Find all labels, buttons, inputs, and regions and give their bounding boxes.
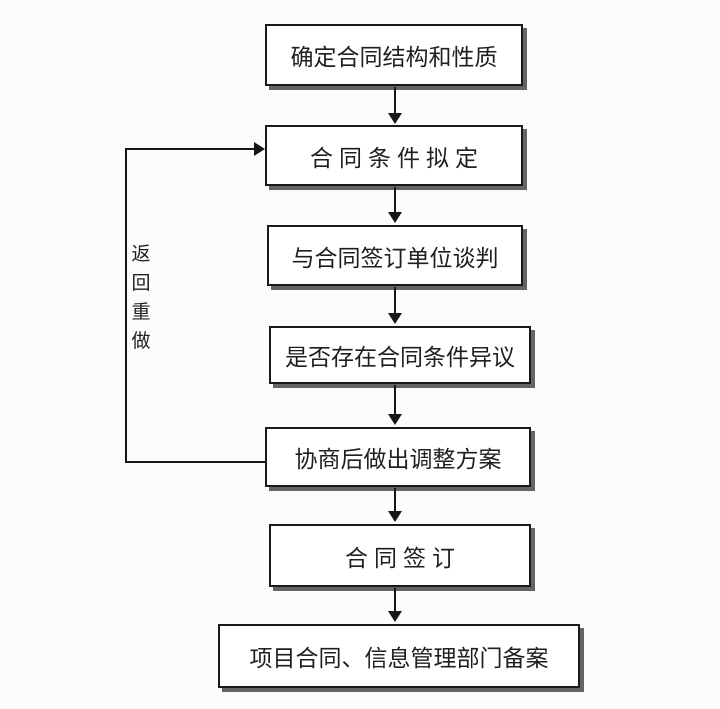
flow-node-department-filing: 项目合同、信息管理部门备案 [218, 624, 580, 688]
arrow-down-6-to-7 [388, 588, 402, 622]
arrow-right-icon [254, 142, 265, 156]
arrow-down-4-to-5 [388, 385, 402, 425]
flow-node-adjustment-plan: 协商后做出调整方案 [265, 427, 531, 487]
flow-node-draft-contract-conditions: 合同条件拟定 [265, 125, 523, 186]
loop-connector-top-segment [126, 148, 254, 150]
loop-connector-vertical-segment [125, 148, 127, 463]
arrow-shaft [394, 588, 396, 613]
arrow-shaft [394, 488, 396, 513]
arrow-down-5-to-6 [388, 488, 402, 522]
flow-node-label: 合同条件拟定 [310, 145, 484, 171]
arrow-down-3-to-4 [388, 287, 402, 324]
arrow-shaft [394, 287, 396, 315]
arrow-down-icon [388, 611, 402, 622]
arrow-shaft [394, 87, 396, 115]
flow-node-label: 确定合同结构和性质 [290, 45, 498, 70]
loop-label-redo: 返回重做 [131, 244, 151, 352]
arrow-down-2-to-3 [388, 187, 402, 223]
arrow-shaft [394, 187, 396, 214]
arrow-shaft [394, 385, 396, 416]
arrow-down-icon [388, 212, 402, 223]
flow-node-label: 是否存在合同条件异议 [285, 345, 515, 370]
arrow-down-icon [388, 414, 402, 425]
flow-node-determine-contract-structure: 确定合同结构和性质 [265, 24, 523, 86]
flow-node-condition-objection-check: 是否存在合同条件异议 [269, 326, 531, 384]
arrow-down-icon [388, 511, 402, 522]
flow-node-label: 项目合同、信息管理部门备案 [249, 646, 549, 671]
flow-node-label: 协商后做出调整方案 [294, 447, 502, 472]
flow-node-contract-signing: 合同签订 [269, 524, 531, 587]
flow-node-label: 与合同签订单位谈判 [291, 245, 499, 271]
arrow-down-icon [388, 313, 402, 324]
flow-node-negotiate-with-signing-unit: 与合同签订单位谈判 [267, 225, 523, 286]
flow-node-label: 合同签订 [345, 545, 461, 571]
loop-connector-bottom-segment [126, 461, 265, 463]
arrow-down-1-to-2 [388, 87, 402, 124]
arrow-down-icon [388, 113, 402, 124]
